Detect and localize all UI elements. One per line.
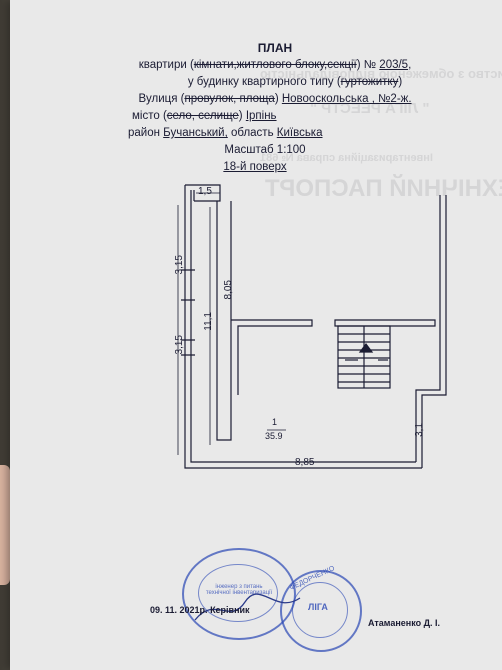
- room-number: 1: [272, 417, 278, 427]
- apartment-number: 203/5: [379, 59, 409, 71]
- header-line-district: район Бучанський, область Київська: [128, 127, 323, 139]
- header-line-city: місто (село, селище) Ірпінь: [132, 110, 277, 122]
- dimension-left-lower: 3,15: [174, 335, 185, 355]
- finger: [0, 465, 10, 585]
- district-value: Бучанський,: [163, 127, 228, 139]
- dimension-inner-11-1: 11,1: [203, 312, 214, 331]
- header-line-floor: 18-й поверх: [223, 161, 287, 173]
- region-value: Київська: [276, 127, 323, 139]
- header-line-apartment: квартири (кімнати,житлового блоку,секції…: [138, 59, 412, 71]
- header-line-building-type: у будинку квартирного типу (гуртожитку): [187, 76, 403, 88]
- floor-plan-drawing: [177, 184, 447, 469]
- company-seal-stamp: ФЕДОРЧЕНКО ЛІГА: [280, 565, 362, 652]
- footer-date: 09. 11. 2021р. Керівник: [150, 605, 250, 615]
- signature: [194, 593, 301, 621]
- dimension-top: 1,5: [198, 186, 212, 197]
- room-area: 35.9: [265, 431, 283, 441]
- plan-header: ПЛАН квартири (кімнати,житлового блоку,с…: [110, 40, 440, 176]
- street-value: Новооскольська , №2-ж.: [281, 93, 412, 105]
- outer-wall-line: [184, 185, 422, 469]
- city-value: Ірпінь: [245, 110, 277, 122]
- dimension-right: 3,1: [414, 423, 425, 437]
- header-line-street: Вулиця (провулок, площа) Новооскольська …: [138, 93, 412, 105]
- dimension-inner-8-05: 8,05: [223, 280, 234, 300]
- dimension-bottom: 8,85: [295, 457, 315, 468]
- plan-title: ПЛАН: [257, 41, 293, 55]
- document-sheet: ТЕХНІЧНИЙ ПАСПОРТ Інвентаризаційна справ…: [10, 0, 502, 670]
- header-line-scale: Масштаб 1:100: [224, 144, 306, 156]
- dimension-left-upper: 3,15: [174, 255, 185, 275]
- footer-signatory: Атаманенко Д. І.: [368, 618, 441, 628]
- footer-role: Керівник: [210, 605, 250, 615]
